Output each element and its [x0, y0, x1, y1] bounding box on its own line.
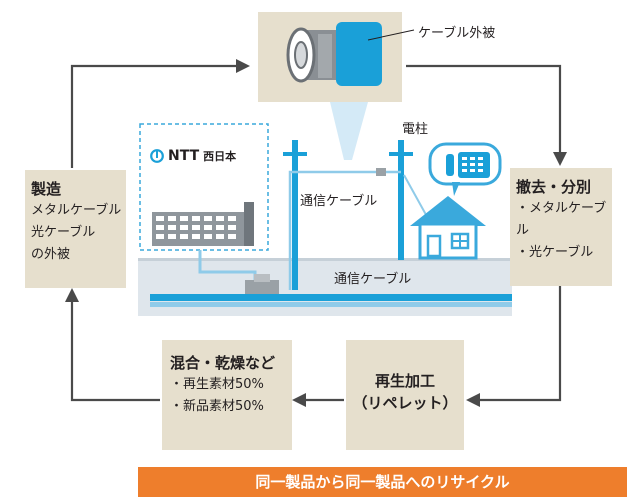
mixing-box: 混合・乾燥など ・再生素材50% ・新品素材50%	[162, 340, 292, 450]
magnify-cone	[330, 102, 368, 160]
removal-line: ・光ケーブル	[516, 245, 594, 260]
mixing-line: ・新品素材50%	[170, 399, 264, 414]
cable-cross-section-icon	[286, 22, 382, 86]
underground-duct	[150, 294, 512, 301]
pole-label: 電柱	[402, 122, 429, 137]
underground-cable-label: 通信ケーブル	[334, 272, 412, 287]
telephone-icon	[428, 142, 502, 196]
cable-jacket-leader	[367, 29, 415, 41]
manufacturing-line: 光ケーブル	[31, 225, 96, 240]
regeneration-title: 再生加工	[374, 372, 435, 390]
arrowhead-down	[553, 152, 567, 166]
mixing-title: 混合・乾燥など	[170, 354, 276, 372]
regeneration-box: 再生加工 （リペレット）	[346, 340, 464, 450]
removal-line: ・メタルケーブル	[516, 201, 607, 238]
ground-strip	[138, 258, 512, 316]
arrowhead-right	[236, 59, 250, 73]
junction-box	[245, 280, 279, 294]
arrow-removal-to-regen	[480, 286, 562, 402]
utility-pole-right	[389, 140, 413, 260]
arrowhead-left-1	[466, 393, 480, 407]
office-building	[152, 202, 254, 246]
mixing-line: ・再生素材50%	[170, 377, 264, 392]
aerial-cable	[288, 170, 401, 290]
removal-box: 撤去・分別 ・メタルケーブル ・光ケーブル	[510, 168, 612, 286]
removal-title: 撤去・分別	[516, 178, 592, 196]
cable-jacket-label: ケーブル外被	[418, 26, 496, 41]
ntt-logo-subtext: 西日本	[203, 150, 237, 163]
ntt-logo-text: NTT	[168, 148, 200, 164]
arrow-mixing-to-manufacture	[70, 302, 160, 402]
cable-clamp	[376, 168, 386, 176]
junction-box-top	[254, 274, 270, 282]
manufacturing-box: 製造 メタルケーブル 光ケーブル の外被	[25, 170, 126, 288]
utility-pole-left	[283, 140, 307, 290]
ntt-logo-icon	[150, 149, 164, 163]
manufacturing-title: 製造	[31, 180, 62, 198]
manufacturing-line: の外被	[31, 247, 71, 262]
aerial-cable-label: 通信ケーブル	[300, 194, 378, 209]
house-icon	[410, 196, 486, 260]
regeneration-subtitle: （リペレット）	[352, 394, 458, 412]
ground-line-top	[138, 258, 512, 261]
arrowhead-up	[65, 288, 79, 302]
underground-duct-shadow	[150, 302, 512, 307]
recycle-banner: 同一製品から同一製品へのリサイクル	[138, 467, 627, 497]
cycle-arrows	[70, 64, 562, 402]
arrow-top-to-removal	[406, 64, 562, 152]
manufacturing-line: メタルケーブル	[31, 203, 122, 218]
arrowhead-left-2	[292, 393, 306, 407]
arrow-manufacture-to-top	[70, 64, 236, 168]
